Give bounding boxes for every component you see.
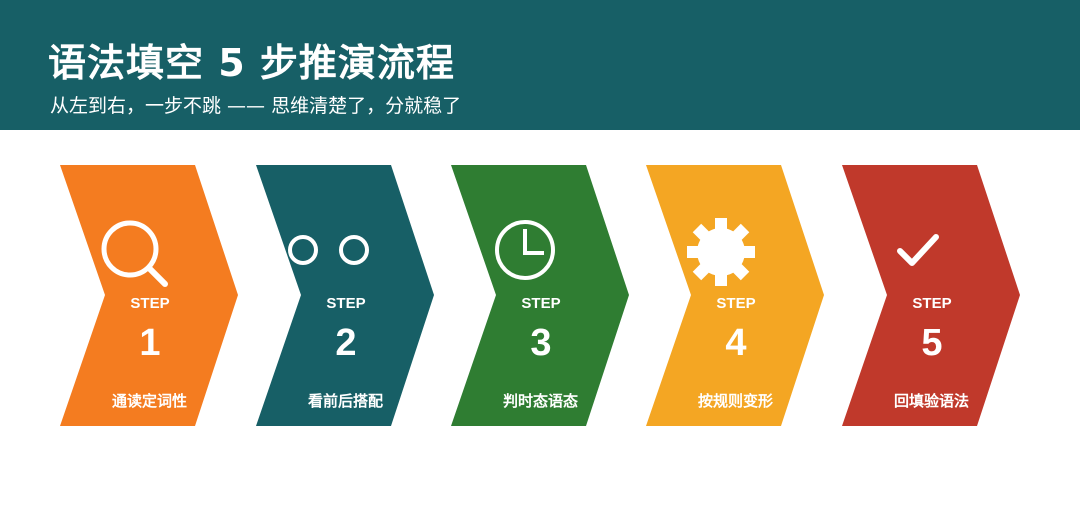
step-4-label: 按规则变形 bbox=[698, 392, 774, 410]
step-2-label: 看前后搭配 bbox=[308, 392, 384, 410]
step-2-word: STEP bbox=[326, 295, 366, 312]
chevron-shape bbox=[451, 165, 629, 426]
step-5-word: STEP bbox=[912, 295, 952, 312]
step-4-chevron bbox=[646, 165, 824, 426]
chevron-shape bbox=[842, 165, 1020, 426]
step-1-chevron bbox=[60, 165, 238, 426]
step-1-number: 1 bbox=[139, 322, 161, 364]
step-1-word: STEP bbox=[130, 295, 170, 312]
header-banner: 语法填空 5 步推演流程 从左到右，一步不跳 —— 思维清楚了，分就稳了 bbox=[0, 0, 1080, 130]
step-3-label: 判时态语态 bbox=[503, 392, 579, 410]
step-1-label: 通读定词性 bbox=[112, 392, 188, 410]
step-3-word: STEP bbox=[521, 295, 561, 312]
clock-icon bbox=[495, 220, 555, 280]
step-5-card: STEP 5 回填验语法 bbox=[842, 165, 1022, 426]
step-4-number: 4 bbox=[725, 322, 747, 364]
step-2-chevron bbox=[256, 165, 434, 426]
step-5-chevron bbox=[842, 165, 1020, 426]
eyes-icon bbox=[288, 235, 369, 265]
step-5-label: 回填验语法 bbox=[894, 392, 970, 410]
step-3-number: 3 bbox=[530, 322, 552, 364]
chevron-shape bbox=[646, 165, 824, 426]
chevron-shape bbox=[60, 165, 238, 426]
search-icon bbox=[101, 220, 168, 287]
step-4-word: STEP bbox=[716, 295, 756, 312]
step-4-card: STEP 4 按规则变形 bbox=[646, 165, 826, 426]
step-2-card: STEP 2 看前后搭配 bbox=[256, 165, 436, 426]
gear-icon bbox=[687, 218, 755, 286]
page-title: 语法填空 5 步推演流程 bbox=[48, 41, 455, 85]
step-3-card: STEP 3 判时态语态 bbox=[451, 165, 631, 426]
step-2-number: 2 bbox=[335, 322, 357, 364]
step-3-chevron bbox=[451, 165, 629, 426]
check-icon bbox=[897, 234, 939, 266]
page-subtitle: 从左到右，一步不跳 —— 思维清楚了，分就稳了 bbox=[50, 95, 462, 117]
step-5-number: 5 bbox=[921, 322, 943, 364]
step-1-card: STEP 1 通读定词性 bbox=[60, 165, 240, 426]
chevron-shape bbox=[256, 165, 434, 426]
